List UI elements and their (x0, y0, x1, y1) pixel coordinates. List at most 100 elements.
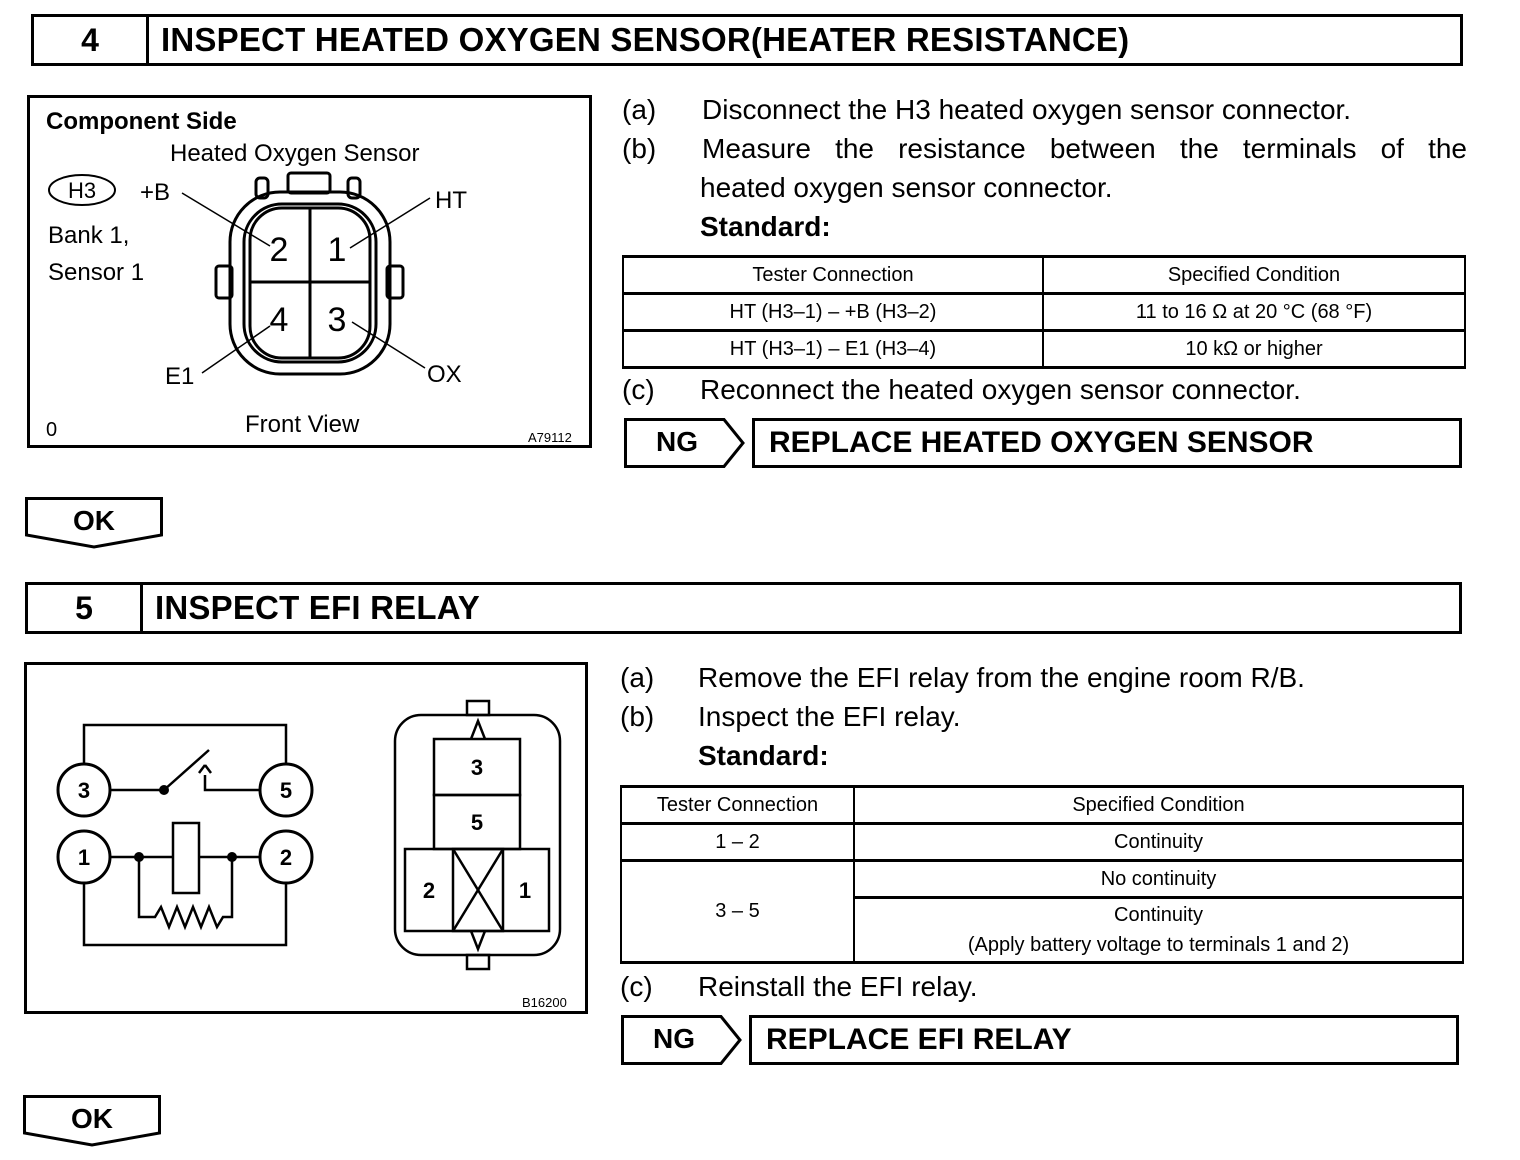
corner-number: 0 (46, 419, 57, 441)
step4-title: INSPECT HEATED OXYGEN SENSOR(HEATER RESI… (161, 21, 1130, 58)
step4-marker-c: (c) (622, 374, 655, 405)
circuit-terminal-5-label: 5 (280, 778, 292, 803)
ok-arrow-icon (25, 497, 163, 549)
relay-terminal-5: 5 (471, 810, 483, 835)
step5-instr-b: (b) Inspect the EFI relay. (620, 701, 1465, 737)
circuit-terminal-1 (56, 829, 112, 885)
step5-title: INSPECT EFI RELAY (155, 589, 480, 626)
ng-arrow-icon (621, 1015, 742, 1065)
junction-dot (159, 785, 169, 795)
step4-figure: Component Side Heated Oxygen Sensor H3 +… (27, 95, 592, 448)
step4-ng-label: NG (656, 426, 698, 457)
table-cell: No continuity (853, 859, 1464, 899)
step4-standard-label: Standard: (700, 211, 831, 242)
table-header-cell: Tester Connection (622, 255, 1044, 295)
table-row: 3 – 5 No continuity (620, 859, 1464, 964)
front-view-label: Front View (245, 411, 360, 438)
circuit-terminal-5 (258, 762, 314, 818)
step4-header: 4 INSPECT HEATED OXYGEN SENSOR(HEATER RE… (31, 14, 1463, 66)
table-cell: 1 – 2 (620, 822, 855, 862)
circuit-terminal-2 (258, 829, 314, 885)
relay-body-drawing (393, 699, 562, 971)
step4-instr-b-cont: heated oxygen sensor connector. (700, 172, 1113, 203)
table-row: HT (H3–1) – E1 (H3–4) 10 kΩ or higher (622, 329, 1466, 369)
step5-ok-indicator: OK (23, 1095, 161, 1147)
step5-number: 5 (28, 585, 143, 631)
table-cell: 10 kΩ or higher (1042, 329, 1466, 369)
continuity-note: (Apply battery voltage to terminals 1 an… (967, 934, 1350, 956)
circuit-terminal-2-label: 2 (280, 845, 292, 870)
step5-marker-a: (a) (620, 662, 655, 693)
circuit-terminal-3 (56, 762, 112, 818)
leader-lines (181, 192, 431, 374)
step5-standard-label: Standard: (698, 740, 829, 771)
step4-text-c: Reconnect the heated oxygen sensor conne… (700, 374, 1301, 405)
step5-header: 5 INSPECT EFI RELAY (25, 582, 1462, 634)
terminal-4: 4 (270, 301, 289, 339)
step4-instr-c: (c) Reconnect the heated oxygen sensor c… (622, 374, 1467, 410)
relay-terminal-3: 3 (471, 755, 483, 780)
step4-instr-a: (a) Disconnect the H3 heated oxygen sens… (622, 94, 1467, 130)
table-row: HT (H3–1) – +B (H3–2) 11 to 16 Ω at 20 °… (622, 292, 1466, 332)
sensor-connector-drawing (214, 171, 405, 376)
bank-label: Bank 1, (48, 222, 129, 249)
table-row: 1 – 2 Continuity (620, 822, 1464, 862)
table-cell: HT (H3–1) – E1 (H3–4) (622, 329, 1044, 369)
continuity-label: Continuity (1114, 904, 1203, 926)
step5-ng-row: NG REPLACE EFI RELAY (621, 1015, 1461, 1065)
plus-b-label: +B (140, 179, 170, 206)
table-header-row: Tester Connection Specified Condition (622, 255, 1466, 295)
table-header-cell: Specified Condition (1042, 255, 1466, 295)
table-header-cell: Tester Connection (620, 785, 855, 825)
table-cell: Continuity (853, 822, 1464, 862)
step5-figure: 3 5 1 2 3 5 2 1 B16200 (24, 662, 588, 1014)
ox-label: OX (427, 361, 462, 388)
ng-arrow-icon (624, 418, 745, 468)
figure-code-a79112: A79112 (528, 430, 572, 445)
circuit-terminal-1-label: 1 (78, 845, 90, 870)
step4-marker-a: (a) (622, 94, 657, 125)
step4-number: 4 (34, 17, 149, 63)
step5-ng-result: REPLACE EFI RELAY (749, 1015, 1459, 1065)
step4-spec-table: Tester Connection Specified Condition HT… (622, 255, 1466, 369)
ht-label: HT (435, 187, 467, 214)
step4-ok-label: OK (73, 505, 115, 536)
step5-text-b: Inspect the EFI relay. (698, 701, 961, 732)
step4-ng-row: NG REPLACE HEATED OXYGEN SENSOR (624, 418, 1464, 468)
step4-ng-result: REPLACE HEATED OXYGEN SENSOR (752, 418, 1462, 468)
step4-ok-indicator: OK (25, 497, 163, 549)
step5-instr-a: (a) Remove the EFI relay from the engine… (620, 662, 1465, 698)
step5-text-c: Reinstall the EFI relay. (698, 971, 978, 1002)
table-cell: Continuity (Apply battery voltage to ter… (853, 896, 1464, 964)
figure-code-b16200: B16200 (522, 995, 567, 1010)
connector-id-oval (48, 174, 116, 206)
relay-terminal-2: 2 (423, 878, 435, 903)
relay-terminal-1: 1 (519, 878, 531, 903)
step4-instr-b: (b) Measure the resistance between the t… (622, 133, 1467, 169)
step5-spec-table: Tester Connection Specified Condition 1 … (620, 785, 1464, 964)
sensor-num-label: Sensor 1 (48, 259, 144, 286)
ok-arrow-icon (23, 1095, 161, 1147)
step4-marker-b: (b) (622, 133, 657, 164)
component-side-label: Component Side (46, 108, 237, 135)
relay-circuit-diagram (82, 723, 288, 947)
step5-marker-c: (c) (620, 971, 653, 1002)
step4-text-b: Measure the resistance between the termi… (702, 133, 1467, 164)
e1-label: E1 (165, 363, 194, 390)
terminal-1: 1 (328, 231, 347, 269)
connector-id-label: H3 (68, 178, 96, 203)
terminal-2: 2 (270, 231, 289, 269)
terminal-3: 3 (328, 301, 347, 339)
table-row: Continuity (Apply battery voltage to ter… (621, 896, 1464, 964)
table-header-row: Tester Connection Specified Condition (620, 785, 1464, 825)
table-header-cell: Specified Condition (853, 785, 1464, 825)
step5-marker-b: (b) (620, 701, 655, 732)
junction-dot (227, 852, 237, 862)
step5-ok-label: OK (71, 1103, 113, 1134)
step5-ng-label: NG (653, 1023, 695, 1054)
table-cell: HT (H3–1) – +B (H3–2) (622, 292, 1044, 332)
step5-instr-c: (c) Reinstall the EFI relay. (620, 971, 1465, 1007)
table-cell: 11 to 16 Ω at 20 °C (68 °F) (1042, 292, 1466, 332)
step4-text-a: Disconnect the H3 heated oxygen sensor c… (702, 94, 1352, 125)
circuit-terminal-3-label: 3 (78, 778, 90, 803)
